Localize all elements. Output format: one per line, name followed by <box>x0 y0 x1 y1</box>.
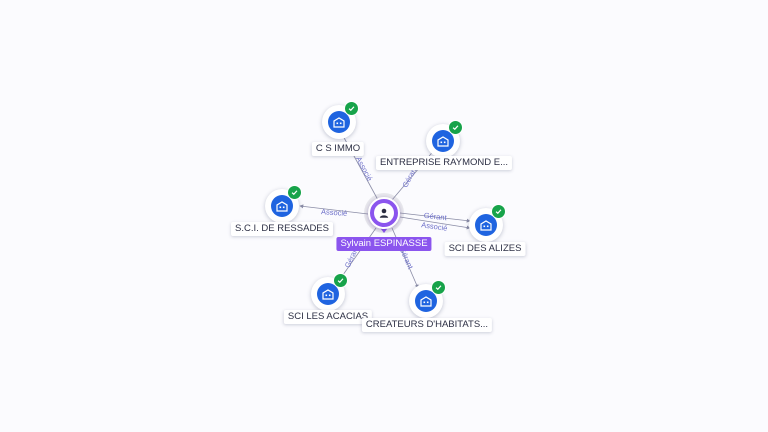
company-node-cs-immo[interactable] <box>322 101 359 139</box>
company-node-sci-ressades[interactable] <box>265 185 302 223</box>
person-icon <box>374 203 394 223</box>
edge-sci-ressades: Associé <box>299 204 369 218</box>
building-icon <box>415 290 437 312</box>
company-label-cs-immo[interactable]: C S IMMO <box>311 142 365 156</box>
verified-check-icon <box>491 204 506 219</box>
company-node-entreprise-raymond[interactable] <box>426 120 463 158</box>
center-node-pointer <box>378 225 390 233</box>
verified-check-icon <box>333 273 348 288</box>
verified-check-icon <box>431 280 446 295</box>
person-name-label[interactable]: Sylvain ESPINASSE <box>336 237 432 251</box>
edge-label-sci-alizes-gerant: Gérant <box>423 211 448 222</box>
company-node-sci-acacias[interactable] <box>311 273 348 311</box>
edge-sci-alizes: Gérant Associé <box>399 211 471 233</box>
person-node[interactable] <box>368 197 400 229</box>
company-node-createurs-habitats[interactable] <box>409 280 446 318</box>
building-icon <box>475 214 497 236</box>
edge-label-cs-immo-associe: Associé <box>354 155 374 182</box>
company-label-sci-acacias[interactable]: SCI LES ACACIAS <box>283 310 373 324</box>
company-node-sci-alizes[interactable] <box>469 204 506 242</box>
verified-check-icon <box>287 185 302 200</box>
building-icon <box>432 130 454 152</box>
building-icon <box>317 283 339 305</box>
company-label-sci-ressades[interactable]: S.C.I. DE RESSADES <box>231 222 333 236</box>
edge-label-sci-ressades-associe: Associé <box>321 207 348 218</box>
building-icon <box>328 111 350 133</box>
verified-check-icon <box>448 120 463 135</box>
company-label-sci-alizes[interactable]: SCI DES ALIZES <box>444 242 526 256</box>
company-label-createurs-habitats[interactable]: CREATEURS D'HABITATS... <box>361 318 493 332</box>
company-label-entreprise-raymond[interactable]: ENTREPRISE RAYMOND E... <box>375 156 513 170</box>
building-icon <box>271 195 293 217</box>
edge-label-sci-alizes-associe: Associé <box>421 220 448 233</box>
verified-check-icon <box>344 101 359 116</box>
